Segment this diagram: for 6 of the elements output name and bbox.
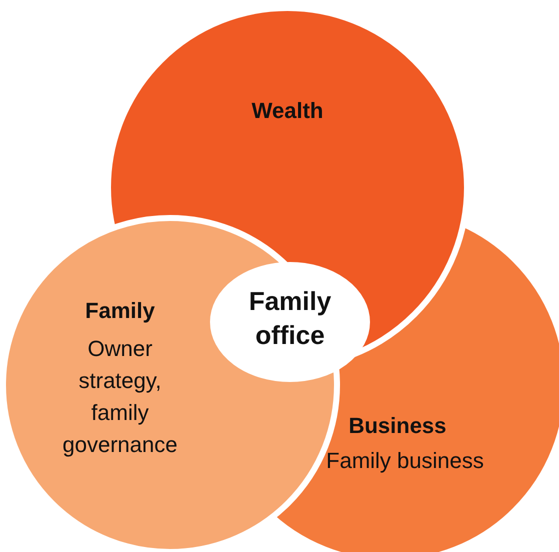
heading-text: Family <box>84 297 156 325</box>
heading-text: Family office <box>248 285 332 352</box>
description-text: Family business <box>325 447 485 475</box>
description-text: Owner strategy, family governance <box>62 335 178 459</box>
heading-text: Wealth <box>250 97 324 125</box>
heading-text: Business <box>348 412 448 440</box>
